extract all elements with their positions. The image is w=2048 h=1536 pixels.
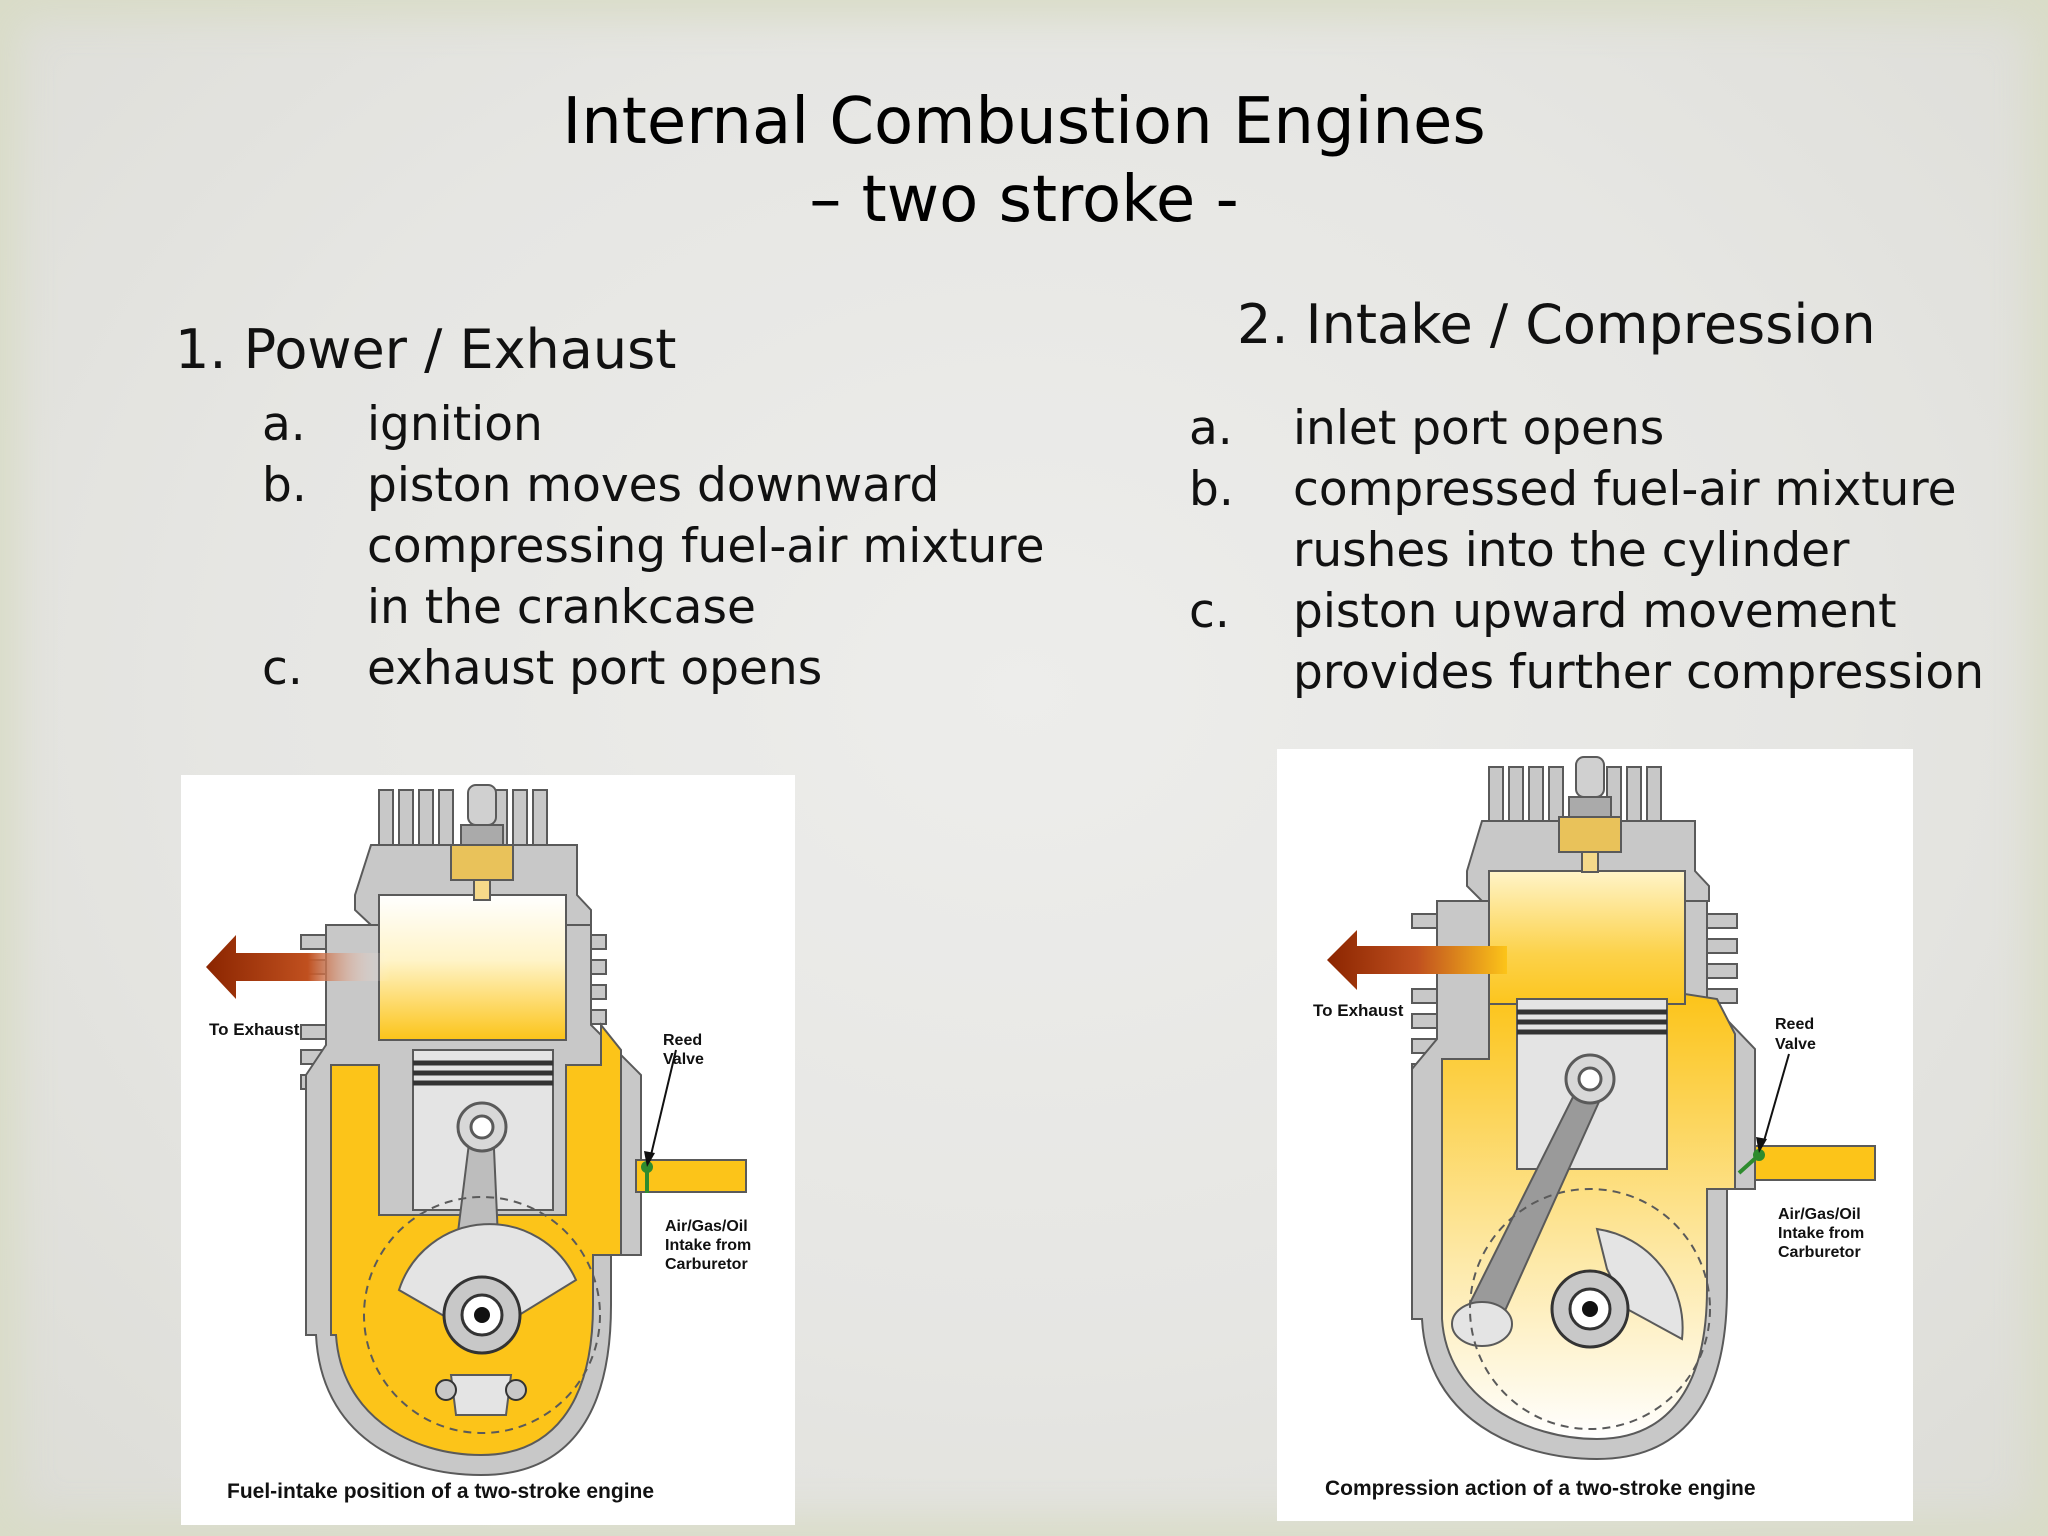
intake-label-line1: Air/Gas/Oil bbox=[1778, 1206, 1861, 1223]
intake-label-line2: Intake from bbox=[1778, 1225, 1864, 1242]
left-item-c-text: exhaust port opens bbox=[367, 641, 823, 696]
left-item-a-text: ignition bbox=[367, 397, 543, 452]
exhaust-arrow bbox=[1327, 930, 1507, 990]
left-item-b-line3: in the crankcase bbox=[367, 580, 756, 635]
left-item-b-marker: b. bbox=[262, 458, 307, 513]
intake-pipe bbox=[635, 1159, 747, 1193]
reed-label-line1: Reed bbox=[1775, 1016, 1814, 1033]
right-item-c-line2: provides further compression bbox=[1293, 645, 1984, 700]
right-diagram-caption: Compression action of a two-stroke engin… bbox=[1325, 1477, 1756, 1500]
crankshaft-counterweight bbox=[1595, 1227, 1684, 1341]
intake-pipe bbox=[1754, 1145, 1876, 1181]
left-engine-diagram: To Exhaust Reed Valve Air/Gas/Oil Intake… bbox=[181, 775, 795, 1525]
exhaust-arrow bbox=[206, 935, 391, 999]
right-item-a-marker: a. bbox=[1189, 401, 1233, 456]
combustion-chamber bbox=[378, 894, 567, 1041]
reed-label-line2: Valve bbox=[1775, 1036, 1816, 1053]
left-item-c-marker: c. bbox=[262, 641, 303, 696]
right-item-a-text: inlet port opens bbox=[1293, 401, 1665, 456]
left-item-a-marker: a. bbox=[262, 397, 306, 452]
right-item-c-marker: c. bbox=[1189, 584, 1230, 639]
intake-label-line3: Carburetor bbox=[1778, 1244, 1861, 1261]
spark-plug bbox=[450, 784, 514, 901]
slide-title-line2: – two stroke - bbox=[809, 163, 1239, 237]
right-heading: 2. Intake / Compression bbox=[1237, 293, 1876, 356]
reed-valve bbox=[1737, 1149, 1765, 1175]
spark-plug bbox=[1558, 756, 1622, 873]
exhaust-label: To Exhaust bbox=[209, 1020, 300, 1039]
right-item-c-line1: piston upward movement bbox=[1293, 584, 1897, 639]
cylinder-head-fins bbox=[1488, 766, 1662, 828]
right-item-b-line2: rushes into the cylinder bbox=[1293, 523, 1850, 578]
left-diagram-caption: Fuel-intake position of a two-stroke eng… bbox=[227, 1480, 654, 1503]
left-item-b-line1: piston moves downward bbox=[367, 458, 940, 513]
left-heading: 1. Power / Exhaust bbox=[175, 318, 677, 381]
intake-label-line3: Carburetor bbox=[665, 1256, 748, 1273]
right-engine-diagram: To Exhaust Reed Valve Air/Gas/Oil Intake… bbox=[1277, 749, 1913, 1521]
left-item-b-line2: compressing fuel-air mixture bbox=[367, 519, 1045, 574]
combustion-chamber bbox=[1488, 870, 1686, 1010]
slide-title-line1: Internal Combustion Engines bbox=[562, 85, 1486, 159]
intake-label-line1: Air/Gas/Oil bbox=[665, 1218, 748, 1235]
right-item-b-marker: b. bbox=[1189, 462, 1234, 517]
piston bbox=[1516, 998, 1668, 1170]
crankshaft-counterweight bbox=[397, 1223, 578, 1321]
reed-label-line2: Valve bbox=[663, 1051, 704, 1068]
exhaust-label: To Exhaust bbox=[1313, 1001, 1404, 1020]
reed-label-line1: Reed bbox=[663, 1032, 702, 1049]
right-item-b-line1: compressed fuel-air mixture bbox=[1293, 462, 1957, 517]
intake-label-line2: Intake from bbox=[665, 1237, 751, 1254]
